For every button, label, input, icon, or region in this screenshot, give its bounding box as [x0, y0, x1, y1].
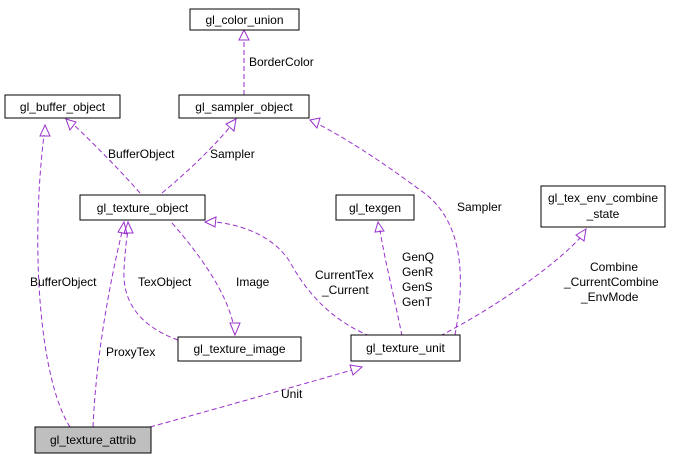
edge-sampler-texobj: Sampler [161, 118, 255, 194]
edge-label-texgen-1: GenQ [402, 250, 434, 264]
edge-label-tex-object: TexObject [138, 275, 192, 289]
edge-label-texgen-3: GenS [402, 280, 433, 294]
edge-proxy-tex: ProxyTex [92, 220, 155, 428]
node-label-gl-color-union: gl_color_union [205, 13, 283, 27]
edge-label-combine-3: _EnvMode [580, 290, 639, 304]
edge-tex-object: TexObject [123, 220, 192, 341]
edge-label-unit: Unit [281, 387, 303, 401]
edge-label-texgen-4: GenT [402, 295, 433, 309]
edge-texgen: GenQ GenR GenS GenT [374, 220, 434, 337]
node-label-gl-texgen: gl_texgen [349, 201, 401, 215]
node-gl-sampler-object[interactable]: gl_sampler_object [178, 94, 310, 119]
edge-label-buffer-object-attrib: BufferObject [30, 275, 97, 289]
edge-label-border-color: BorderColor [249, 55, 314, 69]
node-label-gl-tex-env-combine-1: gl_tex_env_combine [548, 191, 658, 205]
edge-sampler-unit: Sampler [309, 117, 502, 336]
edge-label-combine-2: _CurrentCombine [563, 275, 659, 289]
edge-combine: Combine _CurrentCombine _EnvMode [439, 228, 659, 337]
edge-label-buffer-object-texobj: BufferObject [108, 147, 175, 161]
edge-border-color: BorderColor [238, 28, 314, 95]
edge-label-combine-1: Combine [590, 260, 638, 274]
node-label-gl-texture-image: gl_texture_image [193, 342, 285, 356]
node-label-gl-buffer-object: gl_buffer_object [20, 100, 106, 114]
edge-buffer-object-texobj: BufferObject [65, 118, 175, 194]
edge-image: Image [171, 222, 270, 337]
edge-unit: Unit [149, 364, 364, 428]
node-label-gl-texture-unit: gl_texture_unit [366, 341, 445, 355]
edge-label-sampler-unit: Sampler [457, 200, 502, 214]
edge-current-tex: CurrentTex _Current [203, 216, 374, 337]
node-gl-texture-unit[interactable]: gl_texture_unit [350, 334, 461, 362]
edge-label-proxy-tex: ProxyTex [106, 345, 155, 359]
edge-buffer-object-attrib: BufferObject [30, 123, 97, 428]
edge-label-texgen-2: GenR [402, 265, 434, 279]
edge-label-sampler-texobj: Sampler [210, 147, 255, 161]
node-gl-tex-env-combine-state[interactable]: gl_tex_env_combine _state [540, 185, 666, 228]
node-label-gl-tex-env-combine-2: _state [586, 207, 620, 221]
node-gl-texture-image[interactable]: gl_texture_image [177, 336, 302, 362]
node-label-gl-sampler-object: gl_sampler_object [195, 100, 293, 114]
node-label-gl-texture-object: gl_texture_object [97, 201, 189, 215]
edge-label-image: Image [236, 275, 270, 289]
edge-label-current-tex-1: CurrentTex [315, 268, 374, 282]
node-label-gl-texture-attrib: gl_texture_attrib [50, 433, 136, 447]
node-gl-buffer-object[interactable]: gl_buffer_object [4, 94, 121, 119]
node-gl-texture-object[interactable]: gl_texture_object [79, 194, 206, 221]
node-gl-texgen[interactable]: gl_texgen [335, 194, 415, 221]
node-gl-color-union[interactable]: gl_color_union [189, 8, 300, 31]
node-gl-texture-attrib[interactable]: gl_texture_attrib [34, 426, 152, 454]
edge-label-current-tex-2: _Current [321, 283, 369, 297]
